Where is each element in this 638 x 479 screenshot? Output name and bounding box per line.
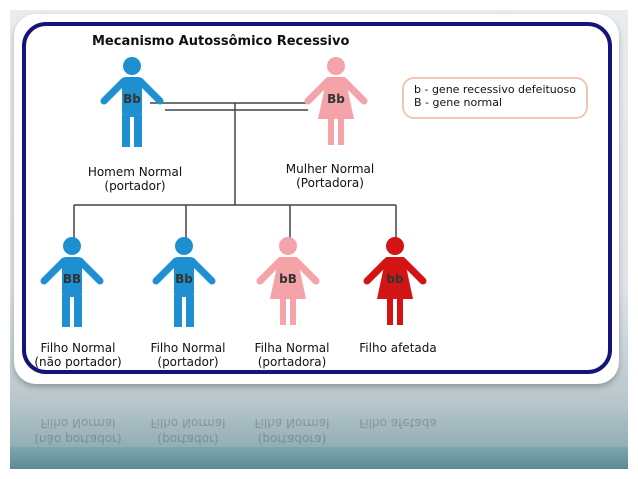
person-torso (62, 257, 82, 297)
genotype-label: Bb (175, 272, 193, 286)
person-right-leg (397, 299, 403, 325)
child-4-label: Filho afetada (359, 341, 437, 355)
parent-father-figure: Bb (100, 57, 164, 147)
genotype-label: Bb (327, 92, 345, 106)
slide-base-band (10, 447, 628, 469)
person-right-arm (76, 257, 104, 285)
diagram-title: Mecanismo Autossômico Recessivo (92, 34, 350, 49)
person-head (175, 237, 193, 255)
person-right-arm (136, 77, 164, 105)
person-head (63, 237, 81, 255)
person-torso (122, 77, 142, 117)
person-left-arm (256, 257, 284, 285)
parent-father-label: Homem Normal (portador) (87, 165, 183, 193)
person-right-arm (292, 257, 320, 285)
genotype-label: bB (279, 272, 297, 286)
child-4-figure: bb (363, 237, 427, 325)
person-left-arm (304, 77, 332, 105)
person-dress (318, 77, 354, 119)
person-left-leg (62, 295, 70, 327)
person-head (327, 57, 345, 75)
genotype-label: bb (386, 272, 404, 286)
child-3-figure: bB (256, 237, 320, 325)
person-left-leg (387, 299, 393, 325)
legend-recessive: b - gene recessivo defeituoso (414, 83, 576, 96)
person-left-leg (122, 115, 130, 147)
person-left-arm (152, 257, 180, 285)
person-right-arm (340, 77, 368, 105)
person-right-arm (188, 257, 216, 285)
child-3-label: Filha Normal (portadora) (254, 341, 330, 369)
person-left-leg (280, 299, 286, 325)
child-1-label: Filho Normal (não portador) (34, 341, 122, 369)
pedigree-lines (73, 102, 397, 238)
person-right-leg (290, 299, 296, 325)
child-2-label: Filho Normal (portador) (150, 341, 226, 369)
person-right-leg (134, 115, 142, 147)
parent-mother-figure: Bb (304, 57, 368, 145)
child-2-figure: Bb (152, 237, 216, 327)
person-dress (377, 257, 413, 299)
person-left-arm (100, 77, 128, 105)
person-head (386, 237, 404, 255)
person-right-arm (399, 257, 427, 285)
parent-mother-label: Mulher Normal (Portadora) (285, 162, 375, 190)
person-right-leg (186, 295, 194, 327)
genotype-label: Bb (123, 92, 141, 106)
person-torso (174, 257, 194, 297)
person-dress (270, 257, 306, 299)
person-left-arm (40, 257, 68, 285)
person-right-leg (338, 119, 344, 145)
legend-normal: B - gene normal (414, 96, 503, 109)
person-left-arm (363, 257, 391, 285)
person-left-leg (174, 295, 182, 327)
person-head (279, 237, 297, 255)
child-1-figure: BB (40, 237, 104, 327)
slide-reflection: (não portador) (portador) (portadora) Fi… (34, 416, 437, 446)
person-right-leg (74, 295, 82, 327)
person-left-leg (328, 119, 334, 145)
genotype-label: BB (63, 272, 81, 286)
person-head (123, 57, 141, 75)
legend-box: b - gene recessivo defeituoso B - gene n… (402, 77, 588, 119)
